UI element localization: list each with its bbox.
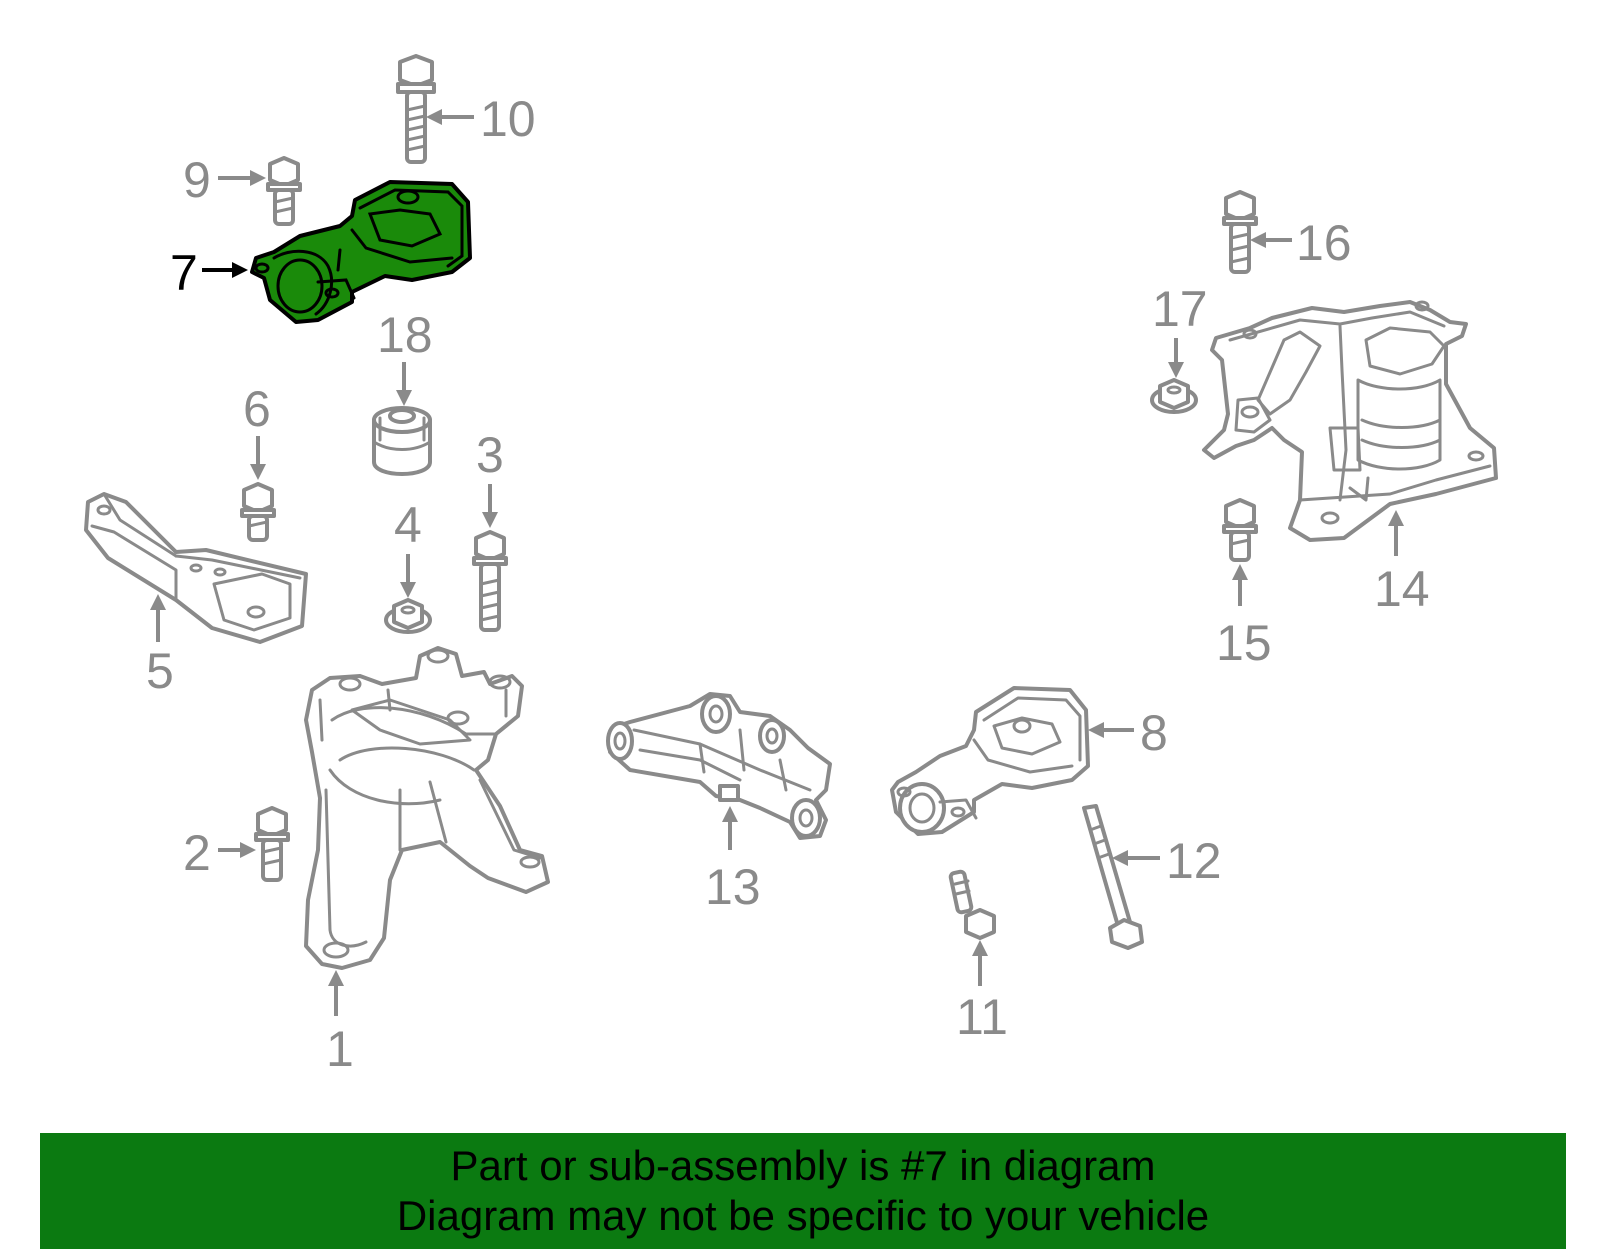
callout-9-label[interactable]: 9 (183, 152, 211, 208)
part-17-nut[interactable] (1150, 378, 1198, 414)
callout-16-arrow (1250, 232, 1292, 248)
callout-2-label[interactable]: 2 (183, 825, 211, 881)
callout-13-label[interactable]: 13 (705, 859, 761, 915)
callout-14-arrow (1388, 510, 1404, 556)
callout-14-label[interactable]: 14 (1374, 561, 1430, 617)
part-11-stud-bolt[interactable] (948, 869, 996, 940)
callout-5-arrow (150, 594, 166, 642)
callout-7-label[interactable]: 7 (170, 245, 198, 301)
info-banner: Part or sub-assembly is #7 in diagram Di… (40, 1133, 1566, 1249)
callout-18-label[interactable]: 18 (377, 307, 433, 363)
callout-12-arrow (1112, 850, 1160, 866)
callout-3-label[interactable]: 3 (476, 427, 504, 483)
part-14-engine-mount[interactable] (1202, 300, 1498, 542)
callout-10-label[interactable]: 10 (480, 91, 536, 147)
part-2-bolt[interactable] (254, 806, 290, 882)
callout-7-arrow (202, 262, 248, 278)
callout-11-arrow (972, 940, 988, 986)
callout-8-label[interactable]: 8 (1140, 705, 1168, 761)
part-8-torque-rod[interactable] (890, 686, 1090, 836)
callout-5-label[interactable]: 5 (146, 643, 174, 699)
callout-12-label[interactable]: 12 (1166, 833, 1222, 889)
callout-17-arrow (1168, 338, 1184, 378)
part-13-support-bracket[interactable] (606, 692, 832, 840)
callout-15-arrow (1232, 564, 1248, 606)
callout-8-arrow (1088, 722, 1134, 738)
parts-diagram: 10 9 7 18 6 (84, 54, 1498, 1077)
callout-1-arrow (328, 970, 344, 1016)
part-7-torque-rod-mount[interactable] (250, 180, 472, 324)
banner-part-line: Part or sub-assembly is #7 in diagram (450, 1142, 1156, 1189)
callout-17-label[interactable]: 17 (1152, 281, 1208, 337)
part-4-nut[interactable] (384, 598, 432, 634)
callout-2-arrow (218, 842, 256, 858)
banner-disclaimer-line: Diagram may not be specific to your vehi… (396, 1192, 1210, 1239)
callout-13-arrow (722, 806, 738, 850)
callout-11-label[interactable]: 11 (956, 989, 1008, 1045)
part-1-mount-bracket[interactable] (304, 646, 550, 970)
callout-6-arrow (250, 436, 266, 480)
callout-1-label[interactable]: 1 (326, 1021, 354, 1077)
part-16-bolt[interactable] (1222, 190, 1258, 274)
part-10-bolt[interactable] (396, 54, 436, 164)
part-12-long-bolt[interactable] (1082, 804, 1144, 950)
callout-18-arrow (396, 362, 412, 406)
callout-15-label[interactable]: 15 (1216, 615, 1272, 671)
part-3-bolt[interactable] (472, 530, 508, 632)
part-9-bolt[interactable] (266, 156, 302, 226)
callout-10-arrow (426, 109, 474, 125)
callout-3-arrow (482, 484, 498, 528)
callout-4-arrow (400, 554, 416, 598)
callout-9-arrow (218, 170, 266, 186)
part-5-bracket[interactable] (84, 492, 308, 644)
callout-4-label[interactable]: 4 (394, 497, 422, 553)
callout-16-label[interactable]: 16 (1296, 215, 1352, 271)
part-6-bolt[interactable] (240, 482, 276, 542)
callout-6-label[interactable]: 6 (243, 381, 271, 437)
part-18-bushing[interactable] (372, 406, 432, 476)
part-15-bolt[interactable] (1222, 498, 1258, 562)
